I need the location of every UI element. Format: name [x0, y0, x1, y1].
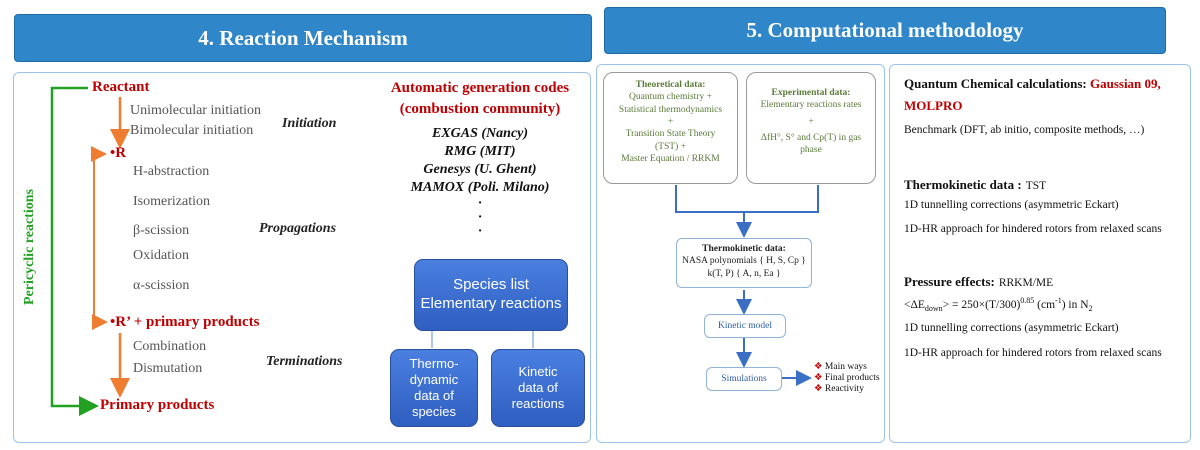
- pressure-heading: Pressure effects: RRKM/ME: [904, 274, 1054, 289]
- banner-title: 4. Reaction Mechanism: [198, 25, 408, 50]
- experimental-data-box: Experimental data: Elementary reactions …: [746, 72, 876, 184]
- propagation-step: β-scission: [133, 223, 190, 238]
- radical-label: •R: [110, 145, 127, 161]
- propagation-loop-arrow: [91, 146, 107, 323]
- benchmark-text: Benchmark (DFT, ab initio, composite met…: [904, 124, 1145, 136]
- reactant-label: Reactant: [92, 79, 150, 95]
- termination-step: Combination: [133, 339, 207, 354]
- initiation-step: Bimolecular initiation: [130, 123, 254, 138]
- computational-methodology-banner: 5. Computational methodology: [604, 7, 1166, 54]
- thermokinetic-data-box: Thermokinetic data: NASA polynomials { H…: [676, 238, 812, 288]
- reaction-mechanism-banner: 4. Reaction Mechanism: [14, 14, 592, 62]
- code-item: Genesys (U. Ghent): [423, 162, 537, 177]
- pericyclic-arrow: [50, 86, 99, 416]
- propagation-down-arrow: [92, 154, 108, 330]
- species-list-block: Species list Elementary reactions: [414, 259, 568, 331]
- banner-title: 5. Computational methodology: [746, 18, 1024, 42]
- outputs-list: ❖ Main ways ❖ Final products ❖ Reactivit…: [814, 362, 880, 395]
- simulations-box: Simulations: [706, 367, 782, 391]
- methodology-notes-panel: [889, 64, 1191, 443]
- termination-step: Dismutation: [133, 361, 203, 376]
- codes-heading: Automatic generation codes (combustion c…: [390, 80, 570, 117]
- primary-products-label: Primary products: [100, 397, 215, 413]
- output-item: ❖ Reactivity: [814, 384, 864, 394]
- hindered-rotor-text: 1D-HR approach for hindered rotors from …: [904, 347, 1162, 359]
- kinetic-model-box: Kinetic model: [704, 314, 786, 338]
- dot: ·: [478, 210, 482, 225]
- propagation-step: Isomerization: [133, 194, 210, 209]
- theoretical-data-box: Theoretical data: Quantum chemistry + St…: [603, 72, 738, 184]
- tunnelling-text: 1D tunnelling corrections (asymmetric Ec…: [904, 322, 1119, 334]
- code-item: RMG (MIT): [444, 144, 516, 159]
- propagation-step: α-scission: [133, 278, 190, 293]
- thermodynamic-data-block: Thermo- dynamic data of species: [390, 349, 478, 427]
- code-item: MAMOX (Poli. Milano): [410, 180, 550, 195]
- terminations-stage: Terminations: [266, 354, 343, 369]
- energy-transfer-formula: <ΔEdown> = 250×(T/300)0.85 (cm-1) in N2: [904, 296, 1093, 314]
- dot: ·: [478, 196, 482, 211]
- pericyclic-label: Pericyclic reactions: [22, 189, 37, 305]
- qc-heading: Quantum Chemical calculations: Gaussian …: [904, 76, 1161, 113]
- hindered-rotor-text: 1D-HR approach for hindered rotors from …: [904, 223, 1162, 235]
- initiation-stage: Initiation: [282, 116, 337, 131]
- tunnelling-text: 1D tunnelling corrections (asymmetric Ec…: [904, 199, 1119, 211]
- output-item: ❖ Final products: [814, 373, 880, 383]
- propagations-stage: Propagations: [259, 221, 337, 236]
- propagation-step: H-abstraction: [133, 164, 210, 179]
- propagation-step: Oxidation: [133, 248, 189, 263]
- output-item: ❖ Main ways: [814, 362, 867, 372]
- code-item: EXGAS (Nancy): [431, 126, 529, 141]
- thermo-heading: Thermokinetic data : TST: [904, 177, 1047, 192]
- radical-products-label: •R’ + primary products: [110, 314, 260, 330]
- dot: ·: [478, 224, 482, 239]
- code-list: EXGAS (Nancy) RMG (MIT) Genesys (U. Ghen…: [380, 125, 580, 239]
- initiation-step: Unimolecular initiation: [130, 103, 262, 118]
- kinetic-data-block: Kinetic data of reactions: [491, 349, 585, 427]
